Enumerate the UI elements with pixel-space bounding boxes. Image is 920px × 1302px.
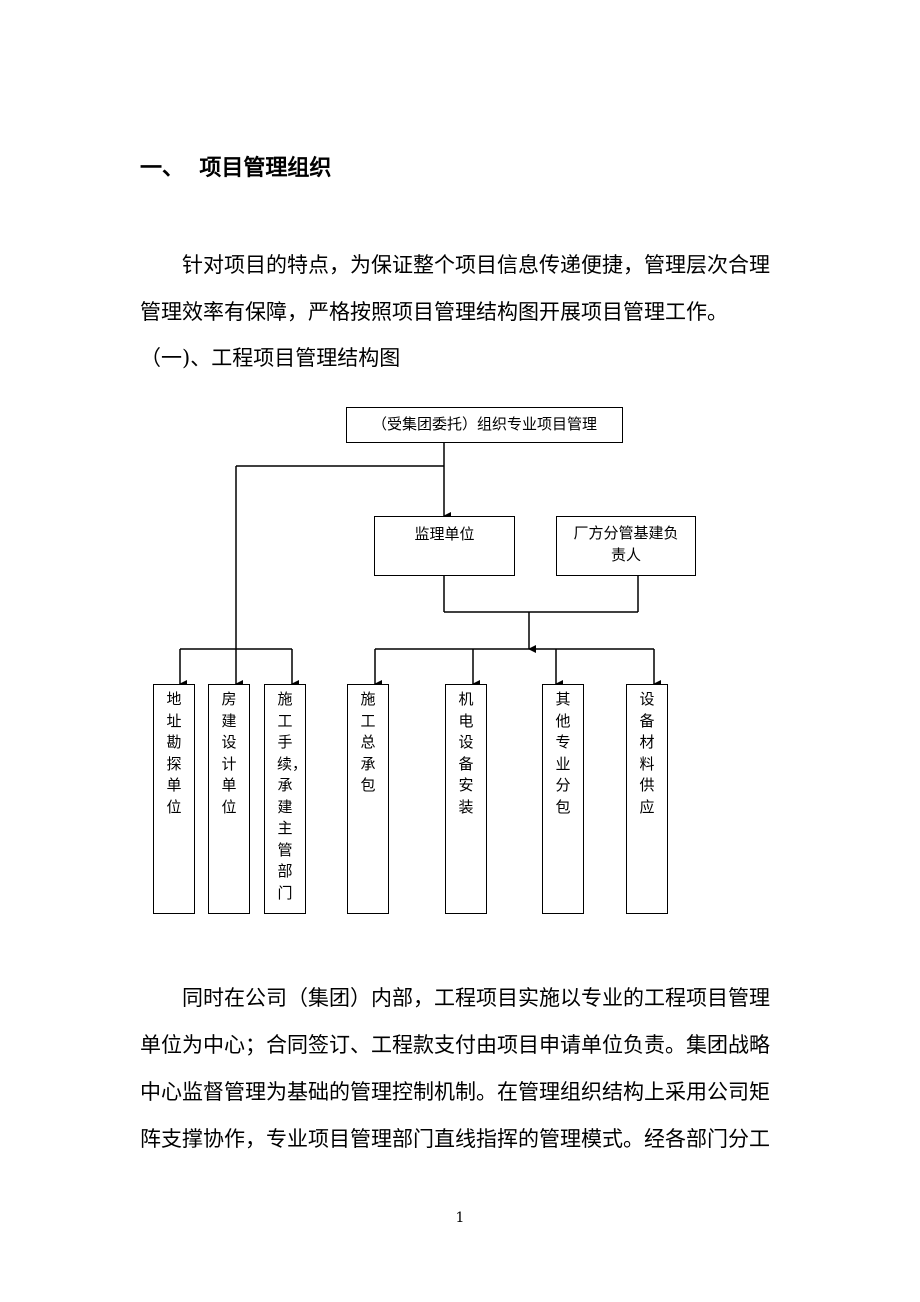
page-number: 1 (455, 1210, 465, 1226)
body-paragraph: 同时在公司（集团）内部，工程项目实施以专业的工程项目管理单位为中心；合同签订、工… (140, 986, 770, 1151)
org-unit-equipment-supply: 设备材料供应 (626, 684, 668, 914)
org-unit-permits: 施工手续，承建主管部门 (264, 684, 307, 914)
org-unit-design: 房建设计单位 (208, 684, 250, 914)
intro-paragraph: 针对项目的特点，为保证整个项目信息传递便捷，管理层次合理管理效率有保障，严格按照… (140, 253, 770, 324)
chart-subheading: （一)、工程项目管理结构图 (140, 346, 401, 370)
org-unit-general-contractor: 施工总承包 (347, 684, 389, 914)
org-supervision-box: 监理单位 (374, 516, 515, 576)
org-unit-survey: 地址勘探单位 (153, 684, 195, 914)
org-unit-mep-installation: 机电设备安装 (445, 684, 487, 914)
org-unit-other-subcontract: 其他专业分包 (542, 684, 584, 914)
org-top-box: （受集团委托）组织专业项目管理 (346, 407, 623, 443)
section-heading: 一、 项目管理组织 (140, 156, 332, 181)
org-factory-manager-box: 厂方分管基建负责人 (556, 516, 696, 576)
